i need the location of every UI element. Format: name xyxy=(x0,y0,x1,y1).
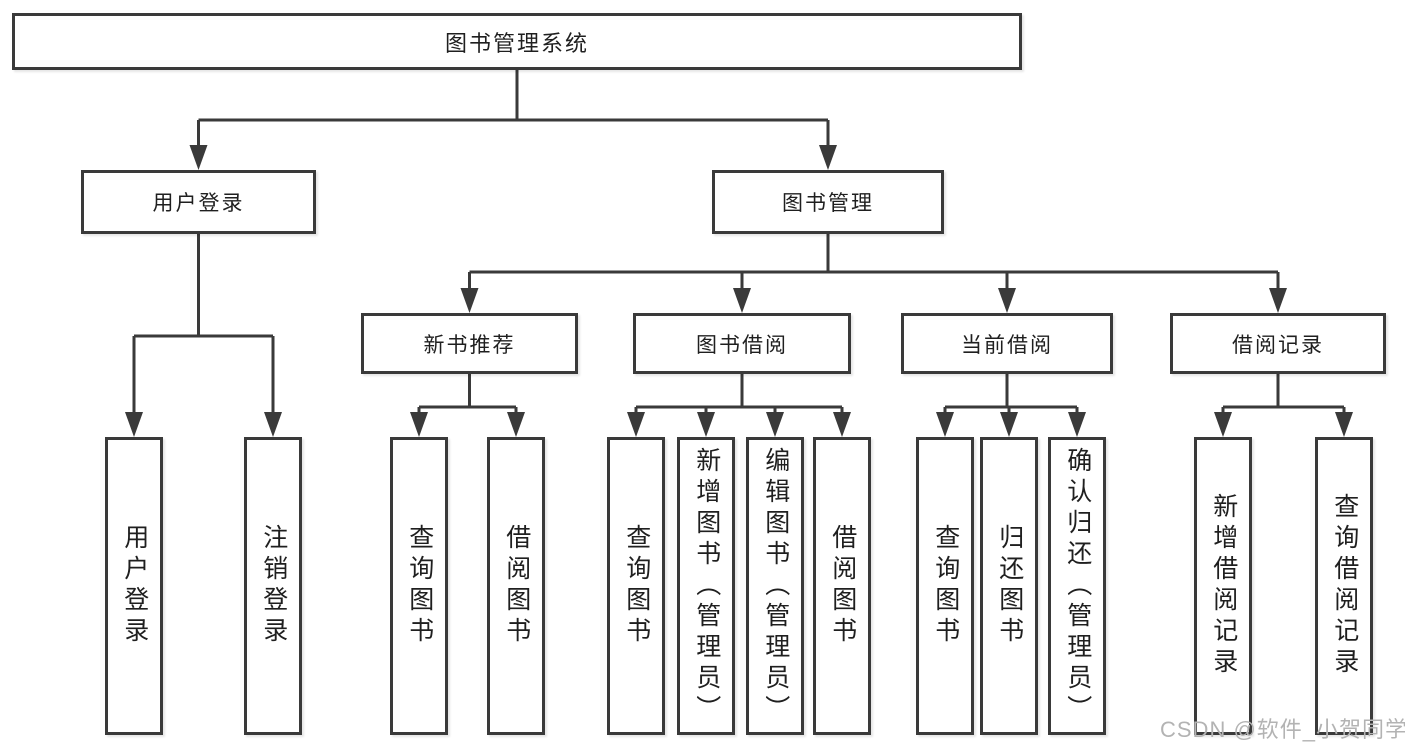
connector-user-login-children xyxy=(125,234,282,437)
leaf-newbook-borrow-books: 借阅图书 xyxy=(487,437,545,735)
node-book-management: 图书管理 xyxy=(712,170,944,234)
csdn-watermark: CSDN @软件_小贺同学 xyxy=(1160,717,1405,742)
node-book-borrow: 图书借阅 xyxy=(633,313,851,374)
leaf-borrow-add-books-admin: 新增图书（管理员） xyxy=(677,437,735,735)
leaf-current-return-books: 归还图书 xyxy=(980,437,1038,735)
connector-current-borrow-children xyxy=(936,374,1086,437)
leaf-record-add-borrow-record: 新增借阅记录 xyxy=(1194,437,1252,735)
connector-book-borrow-children xyxy=(627,374,851,437)
connector-root-to-level2 xyxy=(189,70,837,170)
node-current-borrow: 当前借阅 xyxy=(901,313,1113,374)
leaf-current-confirm-return-admin: 确认归还（管理员） xyxy=(1048,437,1106,735)
leaf-current-query-books: 查询图书 xyxy=(916,437,974,735)
leaf-newbook-query-books: 查询图书 xyxy=(390,437,448,735)
node-new-book-recommend: 新书推荐 xyxy=(361,313,578,374)
node-borrow-records: 借阅记录 xyxy=(1170,313,1386,374)
leaf-borrow-query-books: 查询图书 xyxy=(607,437,665,735)
leaf-logout: 注销登录 xyxy=(244,437,302,735)
node-library-system: 图书管理系统 xyxy=(12,13,1022,70)
node-user-login: 用户登录 xyxy=(81,170,316,234)
leaf-user-login: 用户登录 xyxy=(105,437,163,735)
connector-book-management-children xyxy=(460,234,1287,313)
leaf-borrow-borrow-books: 借阅图书 xyxy=(813,437,871,735)
leaf-record-query-borrow-record: 查询借阅记录 xyxy=(1315,437,1373,735)
connector-borrow-record-children xyxy=(1214,374,1353,437)
connector-new-book-children xyxy=(410,374,525,437)
leaf-borrow-edit-books-admin: 编辑图书（管理员） xyxy=(746,437,804,735)
